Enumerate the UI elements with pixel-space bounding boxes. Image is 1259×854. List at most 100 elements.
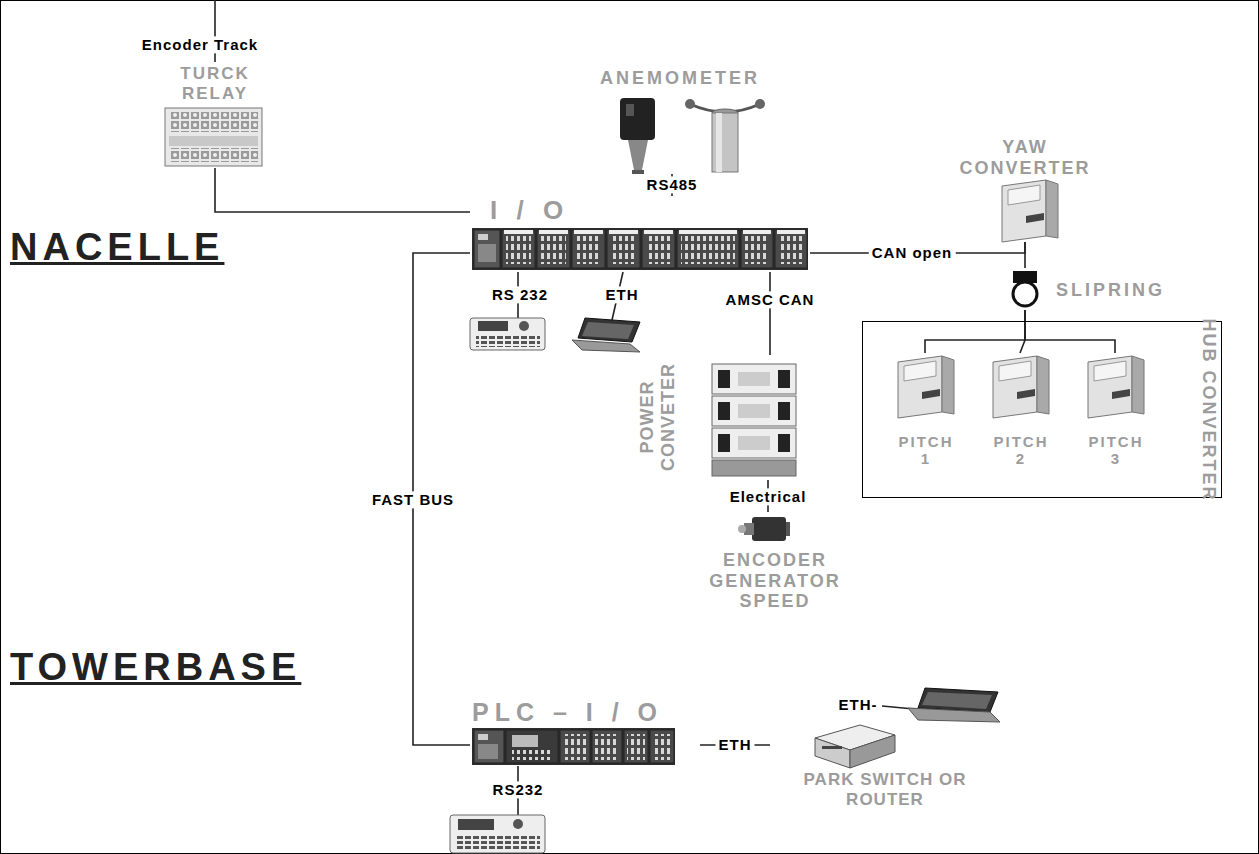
- plc-rack: [478, 734, 488, 740]
- io-rack: [478, 244, 496, 262]
- wind-sensor-icon: [626, 104, 634, 116]
- bus-label: FAST BUS: [369, 491, 457, 508]
- component-label: SLIPRING: [1056, 280, 1165, 301]
- io-rack: [506, 236, 531, 264]
- power-converter-icon: [718, 402, 730, 420]
- power-converter-icon: [738, 404, 770, 418]
- bus-label: Electrical: [727, 488, 810, 505]
- io-rack: [537, 230, 570, 268]
- keypad-icon: [476, 334, 540, 347]
- pitch-box: PITCH 3: [1076, 353, 1156, 475]
- hub-group-box: HUB CONVERTERPITCH 1PITCH 2PITCH 3: [862, 321, 1222, 498]
- power-converter-icon: [778, 434, 790, 452]
- relay-box: TURCK RELAY: [155, 62, 275, 168]
- io-rack: [741, 230, 773, 268]
- router-box: PARK SWITCH OR ROUTER: [770, 722, 1000, 814]
- port-label: RS232: [490, 781, 547, 798]
- plc-rack: [512, 735, 538, 747]
- wind-sensor-icon: [628, 140, 648, 170]
- io-rack: [504, 230, 533, 234]
- io-module-box: I / O: [470, 196, 810, 272]
- slipring-symbol: [1013, 282, 1037, 306]
- router-icon: [850, 735, 895, 768]
- io-rack: [611, 236, 636, 264]
- component-label: I / O: [490, 196, 569, 226]
- bus-label: RS485: [644, 176, 701, 193]
- bus-label: ETH: [716, 736, 755, 753]
- component-label: PITCH 3: [1089, 433, 1144, 468]
- keypad-icon: [470, 318, 545, 350]
- io-rack: [574, 230, 603, 234]
- io-rack: [541, 236, 566, 264]
- bus-label: CAN open: [869, 244, 956, 261]
- pitch-drive-icon: [1088, 356, 1144, 418]
- section-heading: NACELLE: [10, 226, 224, 270]
- plc-rack: [506, 730, 558, 763]
- wind-sensor-icon: [620, 98, 655, 140]
- keypad-icon: [450, 815, 545, 853]
- anemometer-icon: [712, 113, 738, 172]
- section-heading: TOWERBASE: [10, 646, 301, 690]
- io-rack: [779, 236, 803, 264]
- plc-rack: [474, 730, 504, 763]
- io-rack: [775, 230, 807, 268]
- keypad-icon: [458, 819, 494, 830]
- port-label: RS 232: [489, 286, 551, 303]
- pitch-box: PITCH 1: [886, 353, 966, 475]
- component-label: YAW CONVERTER: [960, 137, 1091, 178]
- port-label: ETH-: [836, 696, 881, 713]
- laptop-icon: [922, 692, 992, 709]
- slipring-symbol: [1013, 271, 1037, 306]
- io-rack: [607, 230, 640, 268]
- power-converter-icon: [718, 434, 730, 452]
- component-label: PITCH 1: [899, 433, 954, 468]
- io-rack: [502, 230, 535, 268]
- encoder-icon: [738, 517, 790, 541]
- io-rack: [472, 228, 808, 270]
- io-rack: [743, 230, 771, 234]
- plc-rack: [512, 750, 552, 760]
- power-converter-icon: [712, 428, 796, 458]
- bus-label: AMSC CAN: [723, 291, 818, 308]
- plc-rack: [627, 734, 645, 760]
- io-rack: [572, 230, 605, 268]
- io-rack: [644, 230, 673, 234]
- converter-box: YAW CONVERTER: [950, 137, 1100, 242]
- plc-module-box: PLC – I / O: [470, 698, 700, 768]
- power-converter-icon: [712, 364, 796, 394]
- bus-connector: [1025, 310, 1115, 353]
- keypad-icon: [478, 321, 508, 331]
- router-icon: [815, 725, 895, 768]
- io-rack: [539, 230, 568, 234]
- bus-connector: [215, 168, 470, 212]
- io-rack: [777, 230, 805, 234]
- laptop-icon: [582, 322, 634, 339]
- plc-rack: [650, 730, 674, 763]
- keypad-icon: [513, 819, 523, 829]
- io-rack: [576, 236, 601, 264]
- keypad-icon: [470, 318, 545, 350]
- component-label: ENCODER GENERATOR SPEED: [709, 550, 840, 612]
- plc-rack: [560, 730, 590, 763]
- power-converter-icon: [712, 460, 796, 476]
- component-label: PARK SWITCH OR ROUTER: [788, 770, 983, 809]
- pitch-drive-icon: [898, 356, 954, 418]
- relay-icon: [165, 108, 262, 166]
- component-label: PITCH 2: [994, 433, 1049, 468]
- io-rack: [472, 228, 808, 270]
- router-icon: [822, 746, 842, 749]
- laptop-icon: [572, 340, 640, 352]
- io-rack: [677, 230, 739, 268]
- component-label: POWER CONVETER: [637, 355, 678, 479]
- laptop-icon: [918, 688, 998, 712]
- encoder-box: ENCODER GENERATOR SPEED: [690, 512, 860, 616]
- wind-sensor-icon: [620, 98, 655, 174]
- encoder-icon: [786, 522, 790, 536]
- plc-rack: [478, 744, 498, 759]
- power-converter-icon: [712, 364, 796, 476]
- component-label: ANEMOMETER: [600, 68, 760, 89]
- plc-rack: [592, 730, 622, 763]
- io-rack: [478, 234, 488, 240]
